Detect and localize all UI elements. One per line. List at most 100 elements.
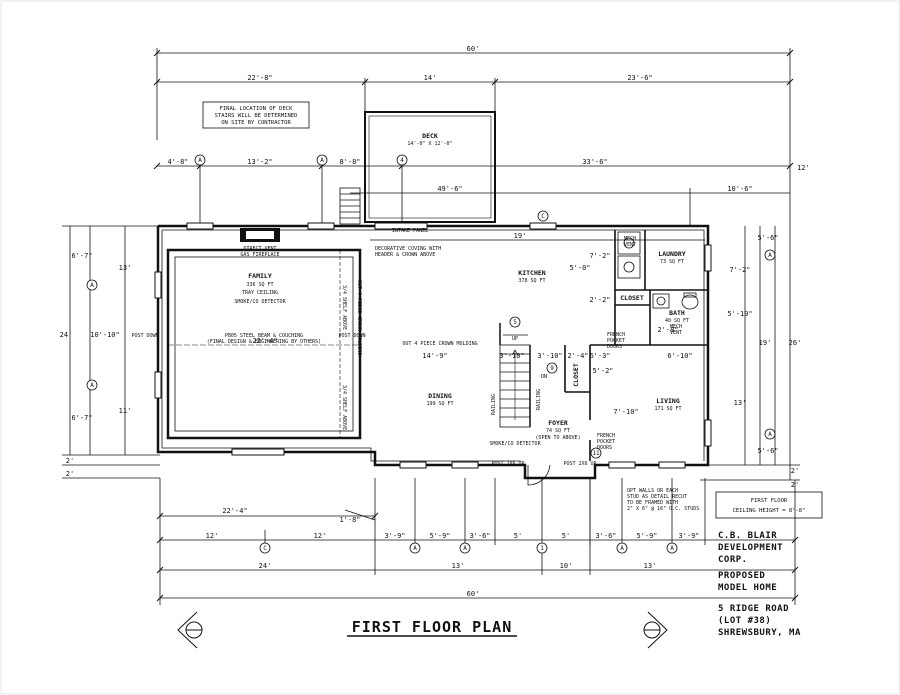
room-labels: DECK 14'-0" X 12'-0" FAMILY 336 SQ FT TR… [234, 132, 689, 441]
svg-text:C: C [541, 213, 545, 220]
svg-text:3'-10": 3'-10" [499, 352, 524, 360]
svg-text:A: A [90, 282, 94, 289]
svg-text:14'-9": 14'-9" [422, 352, 447, 360]
svg-text:ON SITE BY CONTRACTOR: ON SITE BY CONTRACTOR [221, 120, 291, 126]
svg-text:23'-6": 23'-6" [627, 74, 652, 82]
svg-text:3'-9": 3'-9" [384, 532, 405, 540]
svg-text:RAILING: RAILING [536, 389, 542, 410]
svg-text:7'-10": 7'-10" [613, 408, 638, 416]
svg-text:FIRST FLOOR: FIRST FLOOR [751, 498, 788, 504]
svg-text:12': 12' [206, 532, 219, 540]
svg-text:MECH: MECH [624, 236, 636, 242]
svg-text:TO BE FRAMED WITH: TO BE FRAMED WITH [627, 500, 678, 506]
dimension-labels: 60' 22'-8" 14' 23'-6" 4'-8" 13'-2" 8'-8"… [60, 45, 810, 598]
svg-text:MODEL HOME: MODEL HOME [718, 583, 777, 593]
plan-title: FIRST FLOOR PLAN [347, 618, 517, 637]
svg-text:POST DOWN: POST DOWN [131, 333, 158, 339]
svg-text:2" X 6" @ 16" O.C. STUDS: 2" X 6" @ 16" O.C. STUDS [627, 506, 699, 512]
svg-text:FINAL LOCATION OF DECK: FINAL LOCATION OF DECK [220, 106, 294, 112]
svg-text:22'-4": 22'-4" [252, 337, 277, 345]
svg-text:POST DOWN: POST DOWN [338, 333, 365, 339]
svg-text:POCKET: POCKET [597, 439, 615, 445]
svg-text:171 SQ FT: 171 SQ FT [654, 406, 681, 412]
svg-text:VENT: VENT [624, 242, 636, 248]
svg-text:5'-9": 5'-9" [636, 532, 657, 540]
dimension-ticks [153, 49, 799, 602]
svg-text:3/4 SHELF ABOVE: 3/4 SHELF ABOVE [341, 285, 347, 330]
grid-tag-labels: A A 4 C A A A A C A A 1 A A 5 9 11 [90, 157, 772, 552]
svg-text:2': 2' [791, 467, 799, 475]
bath-fixtures [652, 292, 699, 310]
svg-text:19': 19' [514, 232, 527, 240]
svg-text:40 SQ FT: 40 SQ FT [665, 318, 689, 324]
deck-outline [364, 111, 496, 223]
dimension-lines [62, 48, 800, 605]
svg-text:60': 60' [467, 590, 480, 598]
svg-text:SMOKE/CO DETECTOR: SMOKE/CO DETECTOR [234, 299, 286, 305]
svg-text:RAILING: RAILING [491, 394, 497, 415]
svg-text:2'-2": 2'-2" [589, 296, 610, 304]
svg-text:CEILING HEIGHT = 8'-8": CEILING HEIGHT = 8'-8" [733, 508, 806, 514]
svg-text:3'-9": 3'-9" [678, 532, 699, 540]
svg-text:A: A [90, 382, 94, 389]
svg-text:A: A [198, 157, 202, 164]
svg-text:13': 13' [119, 264, 132, 272]
svg-text:13': 13' [452, 562, 465, 570]
main-stairs [499, 323, 531, 428]
svg-text:378 SQ FT: 378 SQ FT [518, 278, 545, 284]
svg-text:10'-6": 10'-6" [727, 185, 752, 193]
svg-text:14'-0" X 12'-0": 14'-0" X 12'-0" [407, 141, 452, 147]
svg-text:C.B. BLAIR: C.B. BLAIR [718, 531, 777, 541]
svg-text:13'-2": 13'-2" [247, 158, 272, 166]
svg-text:5'-6": 5'-6" [757, 234, 778, 242]
kitchen-label: KITCHEN [518, 269, 545, 277]
svg-text:A: A [670, 545, 674, 552]
svg-text:12': 12' [797, 164, 810, 172]
svg-text:2': 2' [66, 470, 74, 478]
svg-text:19': 19' [759, 339, 772, 347]
svg-text:13': 13' [734, 399, 747, 407]
svg-text:OUT 4 PIECE CROWN MOLDING: OUT 4 PIECE CROWN MOLDING [402, 341, 477, 347]
svg-text:SHREWSBURY, MA: SHREWSBURY, MA [718, 628, 801, 638]
svg-text:A: A [463, 545, 467, 552]
title-block: C.B. BLAIR DEVELOPMENT CORP. PROPOSED MO… [718, 531, 801, 638]
svg-text:199 SQ FT: 199 SQ FT [426, 401, 453, 407]
svg-text:10'-10": 10'-10" [90, 331, 120, 339]
svg-text:9: 9 [550, 365, 554, 372]
svg-text:4: 4 [400, 157, 404, 164]
svg-text:TRAY CEILING: TRAY CEILING [242, 290, 278, 296]
svg-text:MECH: MECH [670, 324, 682, 330]
grid-tags [86, 154, 776, 554]
svg-text:33'-6": 33'-6" [582, 158, 607, 166]
svg-text:C: C [263, 545, 267, 552]
laundry-appliances [617, 231, 641, 279]
svg-text:HEADER & CROWN ABOVE: HEADER & CROWN ABOVE [375, 252, 435, 258]
svg-text:6'-10": 6'-10" [667, 352, 692, 360]
svg-text:2': 2' [791, 481, 799, 489]
svg-text:5'-2": 5'-2" [592, 367, 613, 375]
svg-text:4'-8": 4'-8" [167, 158, 188, 166]
deck-label: DECK [422, 132, 438, 140]
svg-text:6'-3": 6'-3" [589, 352, 610, 360]
front-door [527, 464, 551, 486]
svg-text:6'-7": 6'-7" [71, 414, 92, 422]
dining-label: DINING [428, 392, 452, 400]
svg-text:POST 2X6 UP: POST 2X6 UP [491, 461, 524, 467]
svg-text:5'-9": 5'-9" [429, 532, 450, 540]
svg-text:DOORS: DOORS [607, 344, 622, 350]
svg-text:12': 12' [314, 532, 327, 540]
plan-notes: DIRECT VENT GAS FIREPLACE DECORATIVE COV… [131, 228, 699, 512]
svg-text:5 RIDGE ROAD: 5 RIDGE ROAD [718, 604, 789, 614]
svg-text:2': 2' [66, 457, 74, 465]
svg-text:74 SQ FT: 74 SQ FT [546, 428, 570, 434]
svg-text:22'-8": 22'-8" [247, 74, 272, 82]
svg-text:POST 2X6 UP: POST 2X6 UP [563, 461, 596, 467]
living-label: LIVING [656, 397, 680, 405]
svg-text:FRENCH: FRENCH [597, 433, 615, 439]
svg-text:5': 5' [562, 532, 570, 540]
svg-text:DOORS: DOORS [597, 445, 612, 451]
svg-text:(LOT #38): (LOT #38) [718, 616, 771, 626]
svg-text:POCKET: POCKET [607, 338, 625, 344]
ceiling-height-box: FIRST FLOOR CEILING HEIGHT = 8'-8" [715, 491, 823, 519]
bath-label: BATH [669, 309, 685, 317]
